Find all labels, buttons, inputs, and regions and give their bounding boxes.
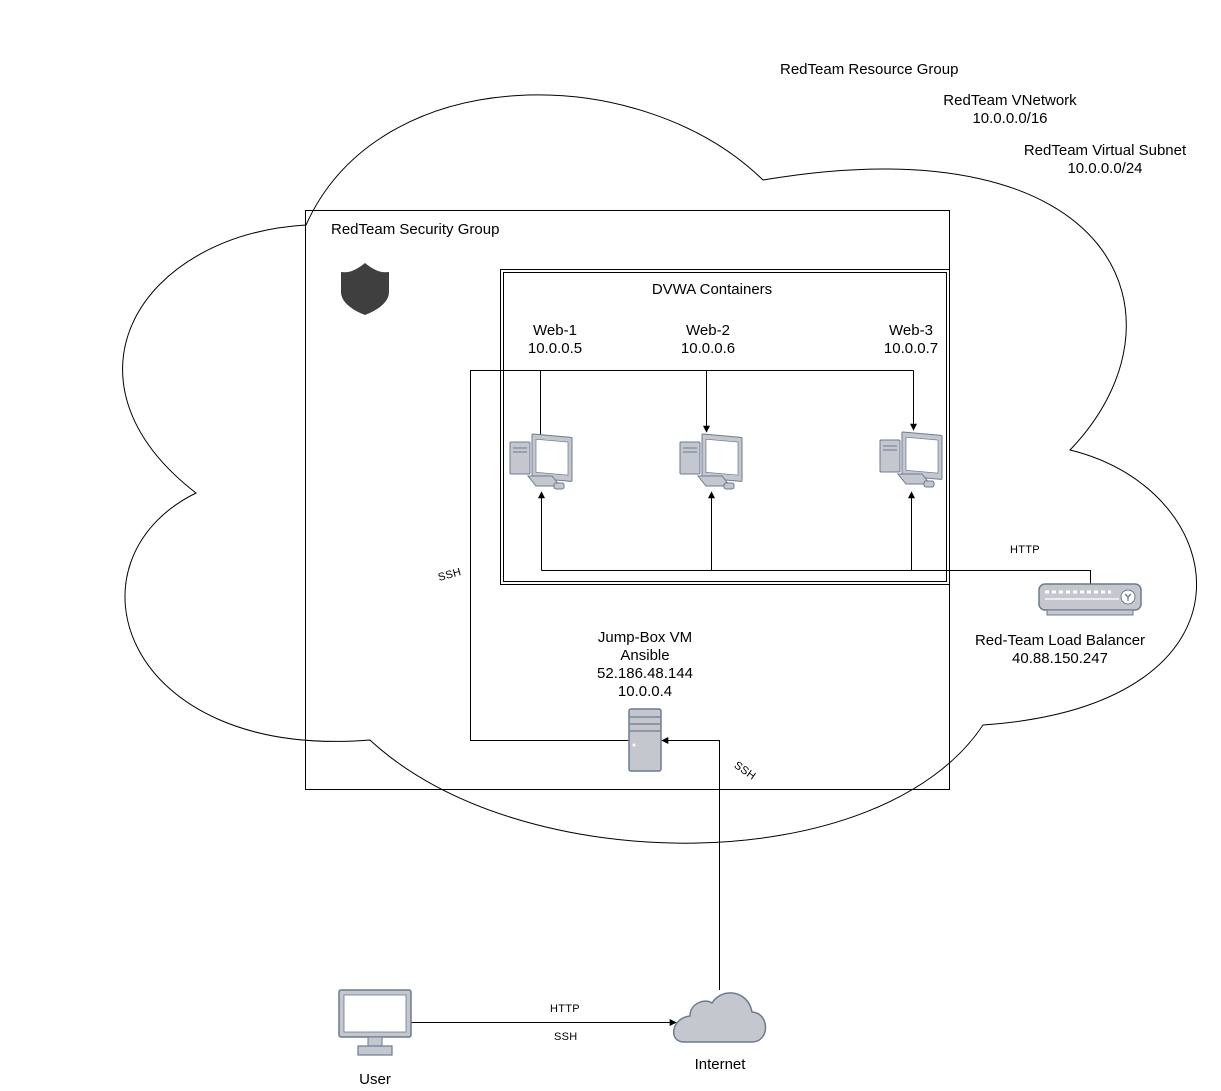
jumpbox-private-ip: 10.0.0.4 [617, 683, 673, 700]
web-server-label: Web-1 10.0.0.5 [505, 322, 605, 358]
cloud-icon[interactable] [673, 992, 767, 1043]
security-group-label: RedTeam Security Group [331, 221, 500, 238]
jumpbox-public-ip: 52.186.48.144 [597, 665, 693, 682]
web-server-ip: 10.0.0.5 [527, 340, 583, 357]
user-label: User [359, 1071, 391, 1088]
web-server-label: Web-2 10.0.0.6 [658, 322, 758, 358]
load-balancer-icon[interactable] [1038, 583, 1142, 616]
http-connection-line [541, 570, 1091, 585]
vnetwork-name: RedTeam VNetwork [943, 92, 1077, 109]
subnet-cidr: 10.0.0.0/24 [1067, 160, 1143, 177]
internet-to-jumpbox-line [661, 737, 720, 990]
jumpbox-role: Ansible [620, 647, 670, 664]
ssh-edge-label: SSH [554, 1031, 578, 1043]
server-tower-icon[interactable] [628, 708, 662, 772]
vnetwork-cidr: 10.0.0.0/16 [972, 110, 1048, 127]
monitor-icon[interactable] [338, 989, 412, 1056]
http-edge-label: HTTP [1010, 544, 1040, 556]
subnet-name: RedTeam Virtual Subnet [1023, 142, 1187, 159]
jumpbox-label: Jump-Box VM Ansible 52.186.48.144 10.0.0… [570, 629, 720, 701]
web-server-name: Web-2 [686, 322, 730, 339]
resource-group-label: RedTeam Resource Group [780, 61, 959, 78]
load-balancer-ip: 40.88.150.247 [1012, 650, 1108, 667]
containers-label: DVWA Containers [651, 281, 773, 298]
web-server-label: Web-3 10.0.0.7 [861, 322, 961, 358]
ssh-connection-line [470, 370, 914, 741]
subnet-label: RedTeam Virtual Subnet 10.0.0.0/24 [1010, 142, 1200, 178]
load-balancer-label: Red-Team Load Balancer 40.88.150.247 [955, 632, 1165, 668]
vnetwork-label: RedTeam VNetwork 10.0.0.0/16 [930, 92, 1090, 128]
web-server-name: Web-3 [889, 322, 933, 339]
jumpbox-name: Jump-Box VM [597, 629, 693, 646]
shield-icon [341, 263, 389, 315]
resource-group-cloud [122, 94, 1198, 844]
internet-label: Internet [694, 1056, 746, 1073]
http-edge-label: HTTP [550, 1003, 580, 1015]
web-server-ip: 10.0.0.6 [680, 340, 736, 357]
web-server-name: Web-1 [533, 322, 577, 339]
desktop-computer-icon[interactable] [679, 433, 743, 490]
load-balancer-name: Red-Team Load Balancer [974, 632, 1146, 649]
containers-box-inner [503, 272, 947, 582]
containers-box-outer [500, 269, 950, 585]
desktop-computer-icon[interactable] [879, 431, 943, 488]
web-server-ip: 10.0.0.7 [883, 340, 939, 357]
desktop-computer-icon[interactable] [509, 433, 573, 490]
